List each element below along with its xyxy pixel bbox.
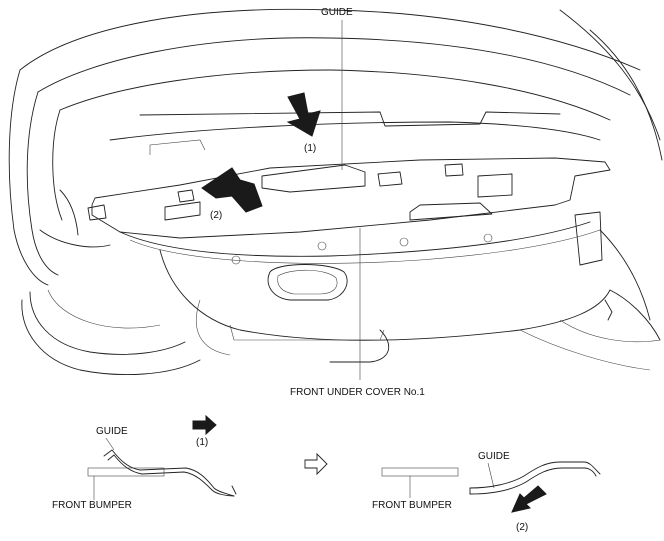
detail-view-before: GUIDE FRONT BUMPER (1): [52, 414, 237, 511]
detail-left-bumper-label: FRONT BUMPER: [52, 500, 132, 511]
cover-callout-label: FRONT UNDER COVER No.1: [290, 387, 425, 398]
bumper-edge-left: [87, 467, 165, 477]
push-right-arrow-icon: [192, 414, 217, 436]
guide-profile-right: [469, 461, 601, 489]
push-down-left-arrow-icon: [511, 485, 547, 513]
guide-profile-left: [103, 449, 235, 497]
hollow-right-arrow-icon: [304, 452, 328, 476]
detail-left-step-label: (1): [196, 437, 208, 448]
bumper-edge-right: [381, 467, 459, 477]
step1-label: (1): [304, 143, 316, 154]
detail-right-guide-label: GUIDE: [478, 451, 510, 462]
step2-label: (2): [210, 210, 222, 221]
detail-left-guide-label: GUIDE: [96, 426, 128, 437]
vehicle-front-underside-illustration: [8, 8, 663, 375]
push-down-arrow-icon: [286, 92, 321, 137]
guide-callout-label: GUIDE: [321, 7, 353, 18]
detail-right-bumper-label: FRONT BUMPER: [372, 500, 452, 511]
detail-view-after: FRONT BUMPER GUIDE (2): [372, 451, 601, 533]
detail-right-step-label: (2): [516, 522, 528, 533]
pull-up-arrow-icon: [201, 167, 263, 213]
